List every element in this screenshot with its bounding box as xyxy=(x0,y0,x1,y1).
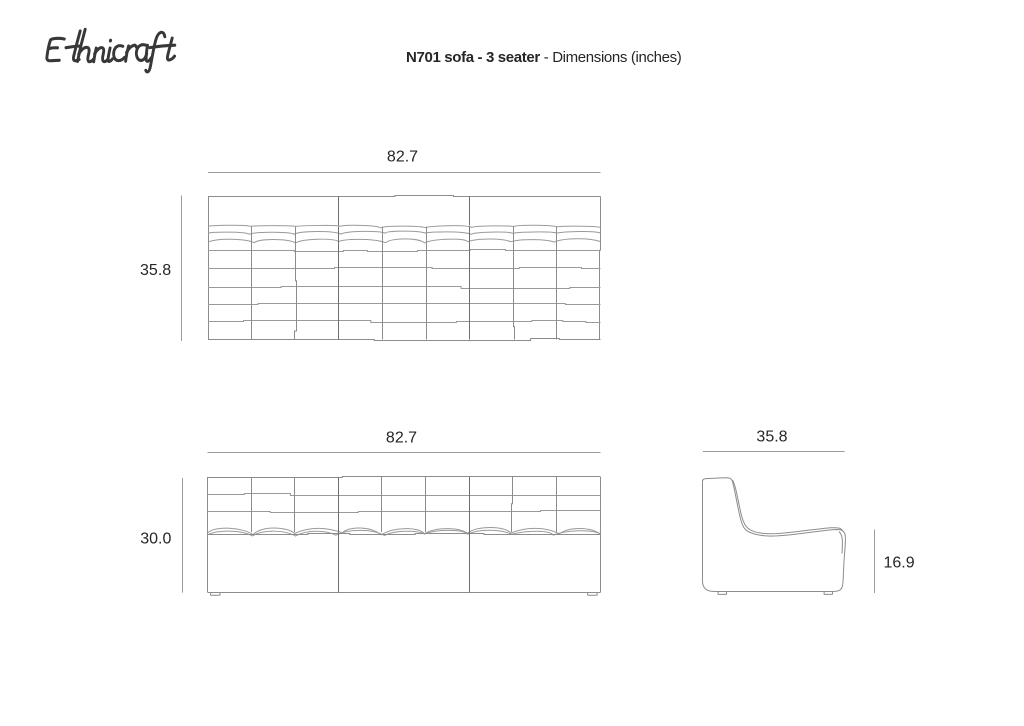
svg-text:30.0: 30.0 xyxy=(140,530,171,547)
svg-text:82.7: 82.7 xyxy=(386,430,417,447)
svg-text:N701 sofa - 3 seater - Dimensi: N701 sofa - 3 seater - Dimensions (inche… xyxy=(406,49,682,66)
svg-text:35.8: 35.8 xyxy=(756,428,787,445)
svg-text:35.8: 35.8 xyxy=(140,262,171,279)
svg-text:82.7: 82.7 xyxy=(387,149,418,166)
svg-text:16.9: 16.9 xyxy=(884,554,915,571)
